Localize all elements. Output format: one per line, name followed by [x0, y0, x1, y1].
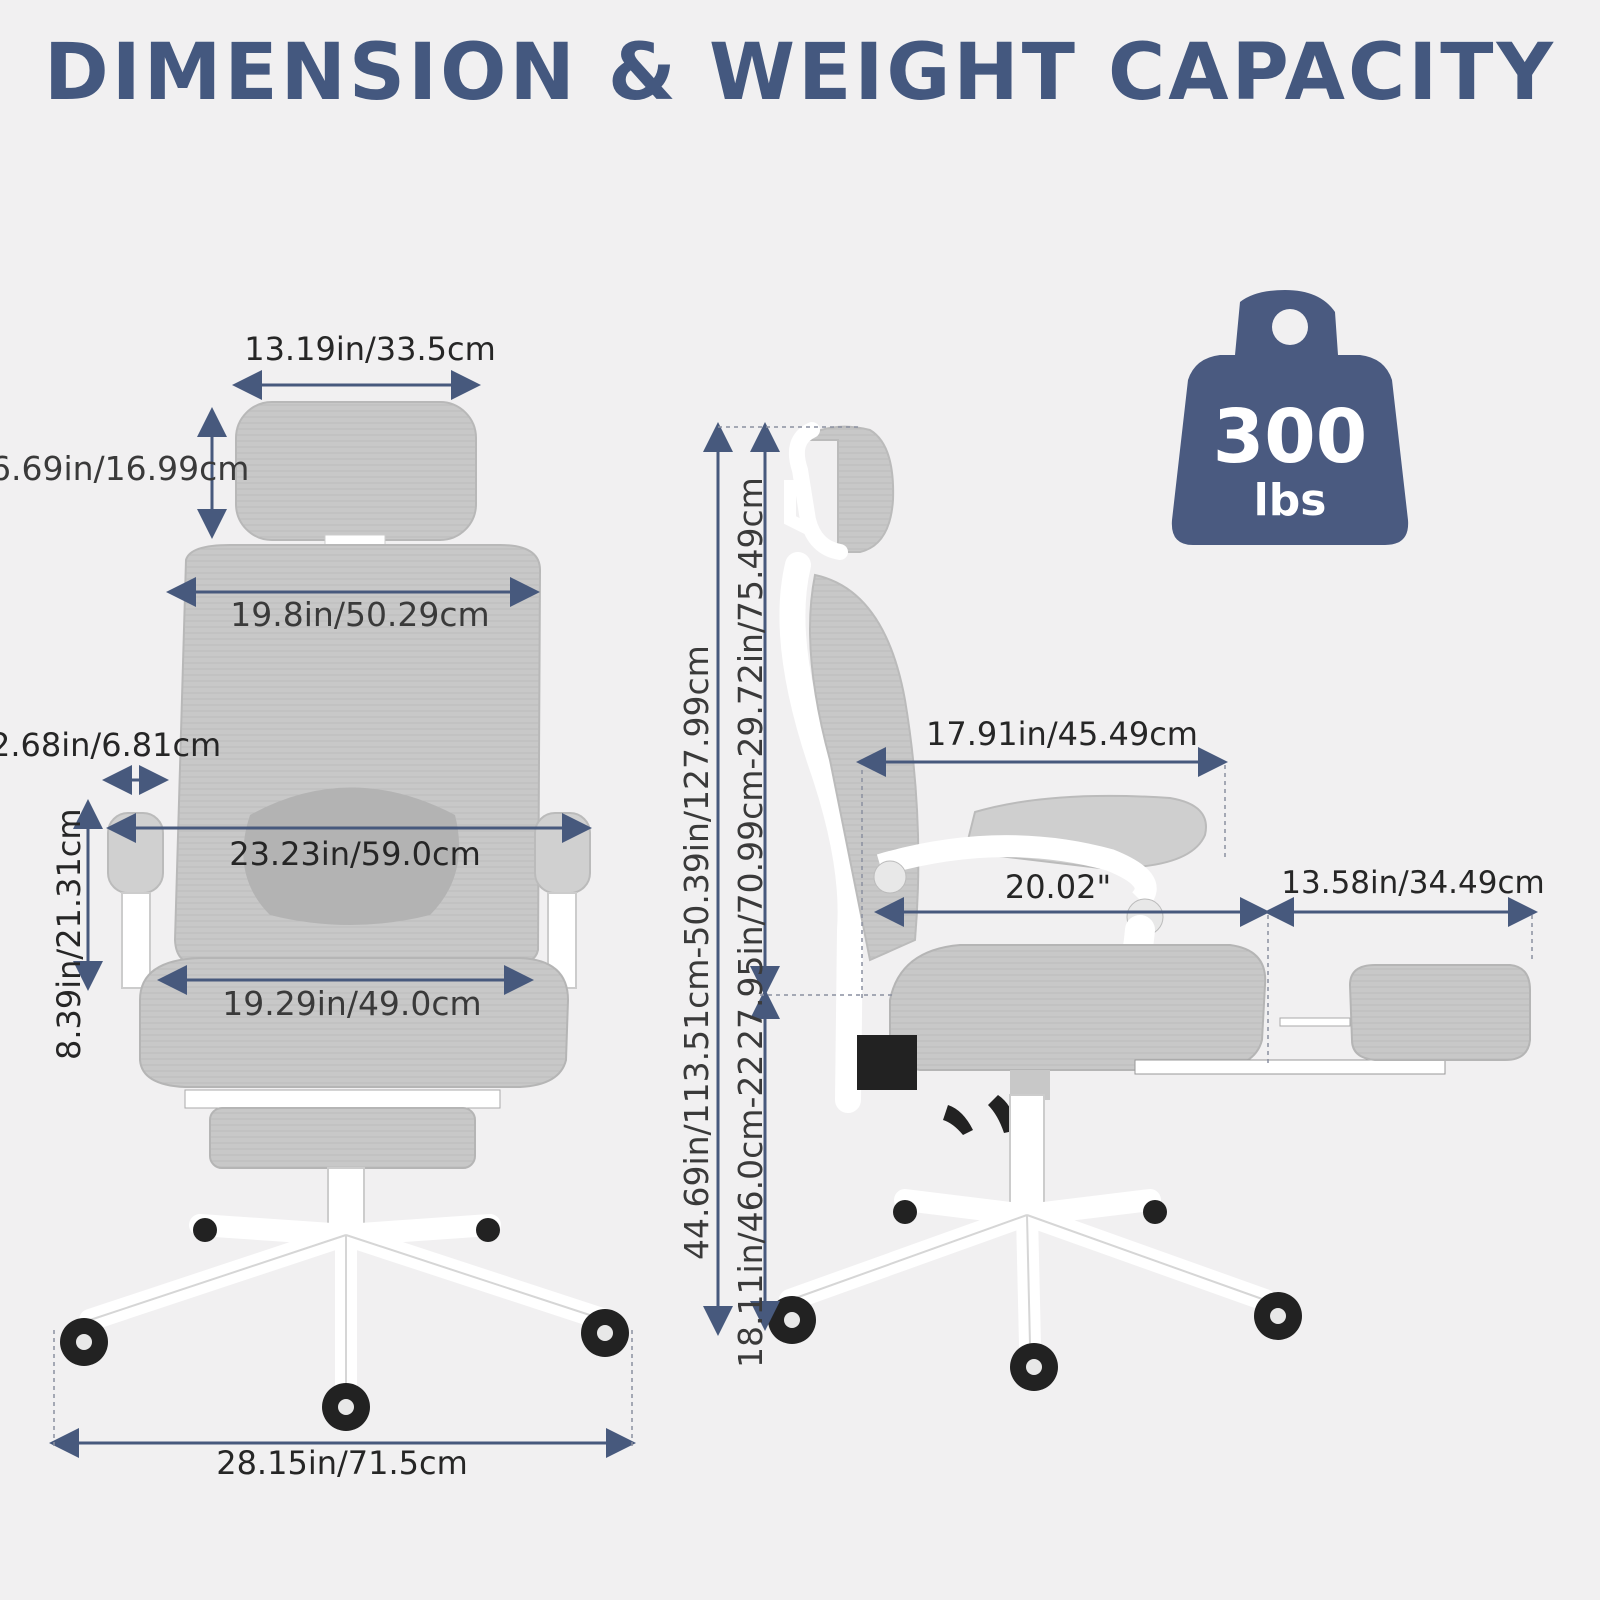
seat-height-label: 18.11in/46.0cm-22 [731, 1055, 770, 1368]
side-dimension-lines [703, 422, 1538, 1336]
back-height-label: 27.95in/70.99cm-29.72in/75.49cm [731, 477, 770, 1050]
page-title: DIMENSION & WEIGHT CAPACITY [43, 28, 1556, 118]
side-chair [768, 422, 1531, 1391]
weight-unit: lbs [1254, 475, 1327, 526]
front-headrest [235, 401, 477, 541]
base-width-label: 28.15in/71.5cm [216, 1444, 468, 1482]
front-dimension-lines [49, 370, 636, 1458]
armrest-width-label: 2.68in/6.81cm [0, 726, 221, 764]
weight-icon [1171, 290, 1409, 545]
arm-depth-label: 17.91in/45.49cm [926, 715, 1198, 753]
armrest-height-label: 8.39in/21.31cm [50, 808, 88, 1060]
front-chair [60, 401, 629, 1431]
backrest-width-label: 19.8in/50.29cm [230, 595, 489, 634]
headrest-height-label: 6.69in/16.99cm [0, 449, 249, 488]
footrest-extension-label: 13.58in/34.49cm [1281, 865, 1544, 901]
total-height-label: 44.69in/113.51cm-50.39in/127.99cm [677, 645, 716, 1260]
weight-value: 300 [1213, 394, 1367, 480]
seat-depth-label: 20.02" [1005, 868, 1111, 906]
weight-capacity-badge: 300 lbs [1171, 290, 1409, 545]
seat-width-label: 19.29in/49.0cm [222, 984, 481, 1023]
armrest-span-label: 23.23in/59.0cm [229, 835, 481, 873]
headrest-width-label: 13.19in/33.5cm [244, 330, 496, 368]
